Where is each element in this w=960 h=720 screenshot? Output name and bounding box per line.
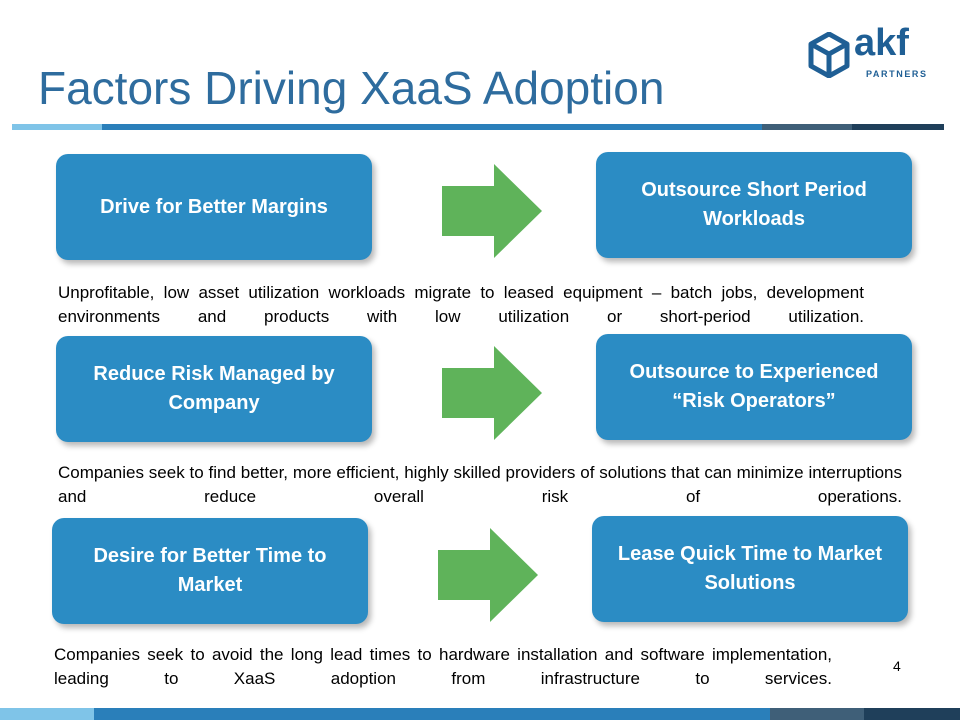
footer-bar bbox=[0, 708, 960, 720]
cause-box-time-to-market: Desire for Better Time to Market bbox=[52, 518, 368, 624]
logo-wordmark: akf bbox=[854, 22, 909, 64]
page-number: 4 bbox=[893, 658, 901, 674]
akf-partners-logo: akf PARTNERS bbox=[808, 22, 938, 80]
effect-box-short-period: Outsource Short Period Workloads bbox=[596, 152, 912, 258]
cause-box-margins: Drive for Better Margins bbox=[56, 154, 372, 260]
right-arrow-icon bbox=[442, 164, 542, 258]
effect-box-risk-operators: Outsource to Experienced “Risk Operators… bbox=[596, 334, 912, 440]
right-arrow-icon bbox=[442, 346, 542, 440]
row-description-time-to-market: Companies seek to avoid the long lead ti… bbox=[54, 645, 832, 688]
row-description-risk: Companies seek to find better, more effi… bbox=[58, 463, 902, 506]
effect-box-lease-solutions: Lease Quick Time to Market Solutions bbox=[592, 516, 908, 622]
cube-icon bbox=[808, 32, 850, 78]
cause-box-risk: Reduce Risk Managed by Company bbox=[56, 336, 372, 442]
row-description-margins: Unprofitable, low asset utilization work… bbox=[58, 283, 864, 326]
slide-title: Factors Driving XaaS Adoption bbox=[38, 62, 665, 114]
right-arrow-icon bbox=[438, 528, 538, 622]
title-divider-bar bbox=[12, 124, 944, 130]
logo-subtitle: PARTNERS bbox=[866, 69, 928, 79]
